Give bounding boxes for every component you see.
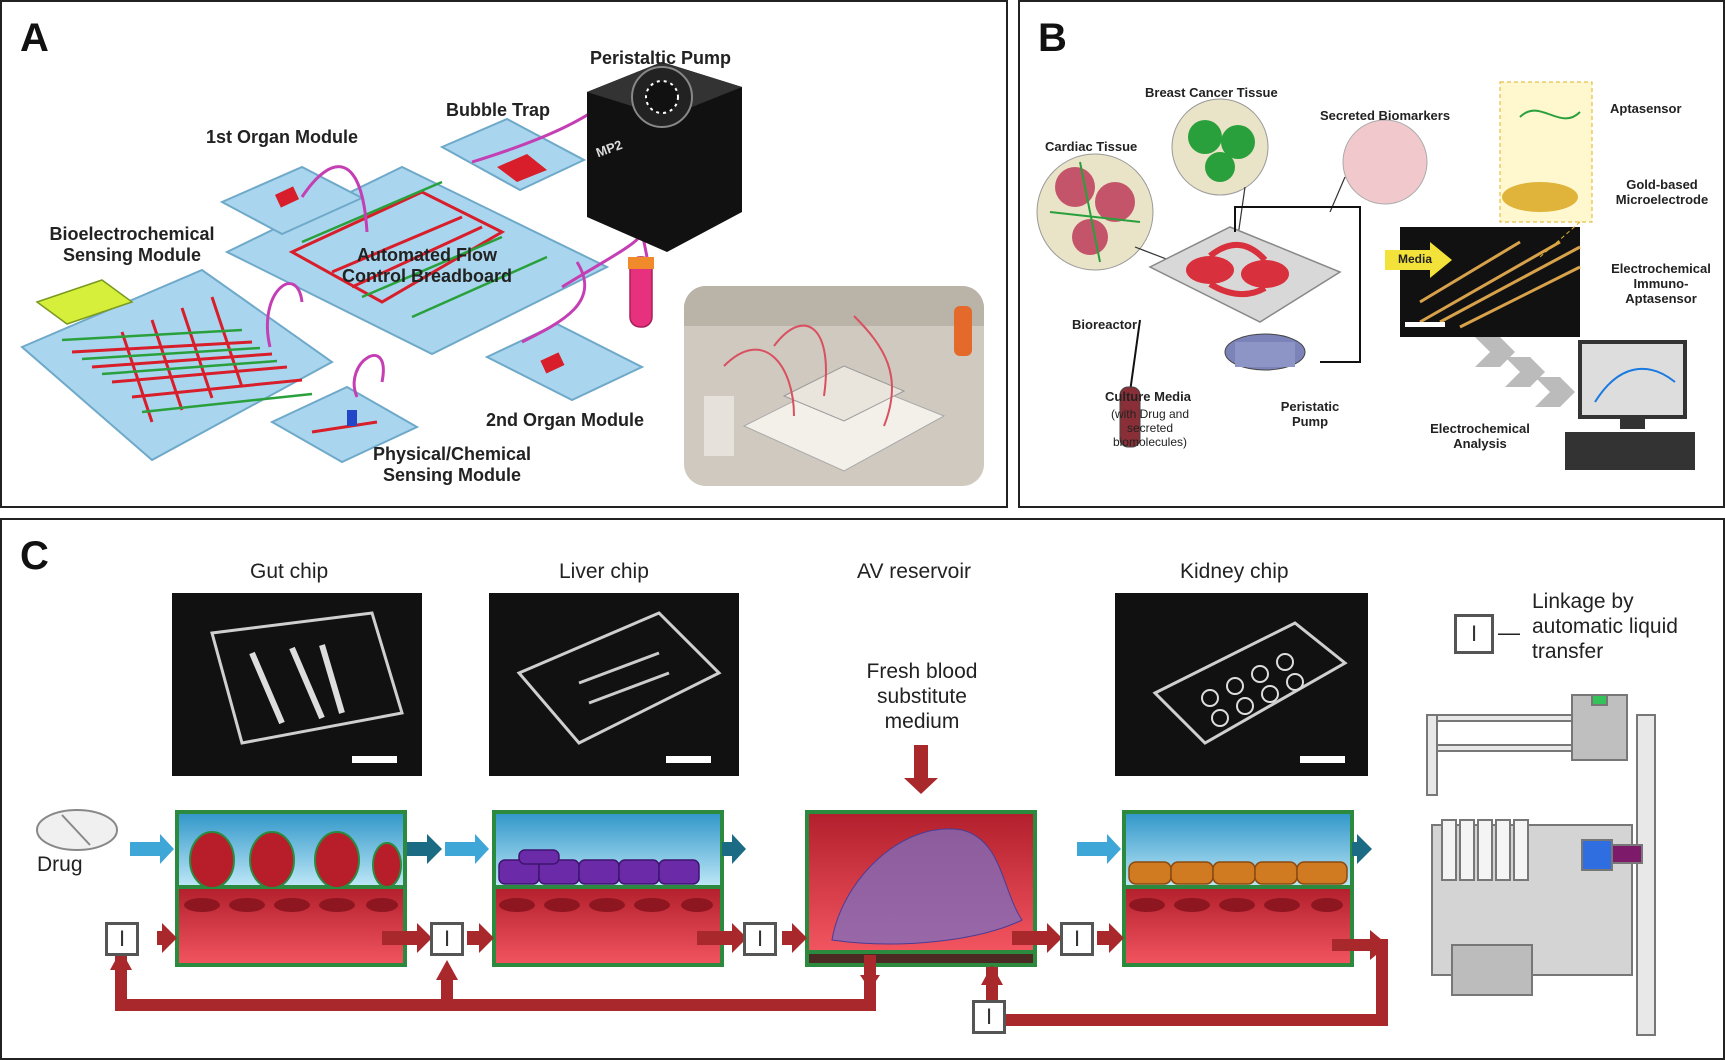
computer-tower bbox=[1565, 432, 1695, 470]
panel-a-illustration bbox=[20, 62, 742, 464]
label-bioreactor: Bioreactor bbox=[1072, 317, 1138, 332]
label-aptasensor: Aptasensor bbox=[1610, 101, 1682, 116]
organ2-chamber bbox=[540, 352, 565, 374]
label-media: Media bbox=[1398, 252, 1433, 266]
biomarkers-circle bbox=[1342, 119, 1428, 205]
bioelectro-green-channels bbox=[61, 328, 313, 414]
label-physchem: Physical/Chemical Sensing Module bbox=[372, 444, 532, 485]
panel-b-illustration bbox=[1036, 81, 1695, 470]
linkage-box-5: I bbox=[972, 1000, 1006, 1034]
blue-flow-arrows bbox=[130, 834, 1121, 864]
kidney-chip-photo bbox=[1115, 593, 1368, 776]
dark-teal-out-arrows bbox=[407, 834, 1372, 864]
panel-c: C Gut chip Liver chip AV reservoir Kidne… bbox=[0, 518, 1725, 1060]
label-organ2: 2nd Organ Module bbox=[486, 410, 645, 430]
label-kidney-chip: Kidney chip bbox=[1180, 560, 1289, 583]
label-flow-control: Automated Flow Control Breadboard bbox=[341, 245, 512, 286]
linkage-box-3: I bbox=[743, 922, 777, 956]
gut-chip-photo bbox=[172, 593, 422, 776]
linkage-legend-dash: — bbox=[1498, 620, 1520, 645]
gut-chip-schematic bbox=[175, 810, 407, 967]
gut-scale-bar bbox=[352, 756, 397, 763]
panel-a-photo-art bbox=[684, 286, 984, 486]
organ1-chamber bbox=[274, 186, 300, 208]
panel-c-flow-diagram bbox=[36, 694, 1656, 1036]
liver-chip-schematic bbox=[492, 810, 724, 967]
label-bubble-trap: Bubble Trap bbox=[446, 100, 551, 120]
media-arrow bbox=[1385, 242, 1452, 278]
physchem-plate bbox=[269, 385, 420, 464]
label-immuno: Electrochemical Immuno-Aptasensor bbox=[1611, 261, 1711, 306]
label-culture-media: Culture Media bbox=[1105, 389, 1191, 404]
organ2-plate bbox=[484, 322, 645, 402]
label-microelectrode: Gold-based Microelectrode bbox=[1615, 177, 1709, 207]
bioelectro-channels bbox=[71, 296, 303, 423]
liver-scale-bar bbox=[666, 756, 711, 763]
panel-c-letter: C bbox=[20, 534, 49, 578]
bubble-trap-chamber bbox=[497, 154, 547, 182]
peristaltic-pump-illustration bbox=[587, 62, 742, 252]
label-fresh-medium: Fresh blood substitute medium bbox=[866, 660, 978, 733]
label-linkage: Linkage by automatic liquid transfer bbox=[1532, 590, 1678, 663]
panel-b: B bbox=[1018, 0, 1725, 508]
panel-a-photo bbox=[684, 286, 984, 486]
panel-b-letter: B bbox=[1038, 16, 1067, 60]
drug-pill-icon bbox=[36, 809, 118, 851]
label-peristaltic-pump: Peristaltic Pump bbox=[590, 48, 732, 68]
label-gut-chip: Gut chip bbox=[250, 560, 329, 583]
culture-media-tube bbox=[1119, 386, 1141, 448]
label-analysis: Electrochemical Analysis bbox=[1430, 421, 1530, 451]
label-peristatic-pump: Peristatic Pump bbox=[1280, 399, 1340, 429]
liquid-handler-robot bbox=[1426, 694, 1656, 1036]
liver-chip-photo bbox=[489, 593, 739, 776]
linkage-box-1: I bbox=[105, 922, 139, 956]
linkage-box-4: I bbox=[1060, 922, 1094, 956]
linkage-box-2: I bbox=[430, 922, 464, 956]
panel-a: A bbox=[0, 0, 1008, 508]
label-breast-cancer: Breast Cancer Tissue bbox=[1145, 85, 1278, 100]
av-reservoir-schematic bbox=[805, 810, 1037, 967]
electrode-pads bbox=[35, 279, 134, 325]
label-liver-chip: Liver chip bbox=[559, 560, 649, 583]
label-biomarkers: Secreted Biomarkers bbox=[1320, 108, 1451, 123]
breadboard-channels bbox=[288, 190, 506, 304]
label-drug: Drug bbox=[37, 853, 83, 876]
kidney-scale-bar bbox=[1300, 756, 1345, 763]
bioelectro-module-plate bbox=[20, 268, 334, 462]
label-bioelectro: Bioelectrochemical Sensing Module bbox=[49, 224, 215, 265]
analysis-chevrons bbox=[1475, 337, 1575, 407]
kidney-chip-schematic bbox=[1122, 810, 1354, 967]
label-culture-media-sub: (with Drug and secreted biomolecules) bbox=[1110, 407, 1190, 450]
label-av-reservoir: AV reservoir bbox=[857, 560, 971, 583]
label-cardiac: Cardiac Tissue bbox=[1045, 139, 1138, 154]
label-organ1: 1st Organ Module bbox=[206, 127, 359, 147]
computer-monitor bbox=[1578, 340, 1687, 419]
bubble-trap-plate bbox=[439, 117, 587, 192]
linkage-legend-box: I bbox=[1454, 614, 1494, 654]
panel-a-letter: A bbox=[20, 16, 49, 60]
